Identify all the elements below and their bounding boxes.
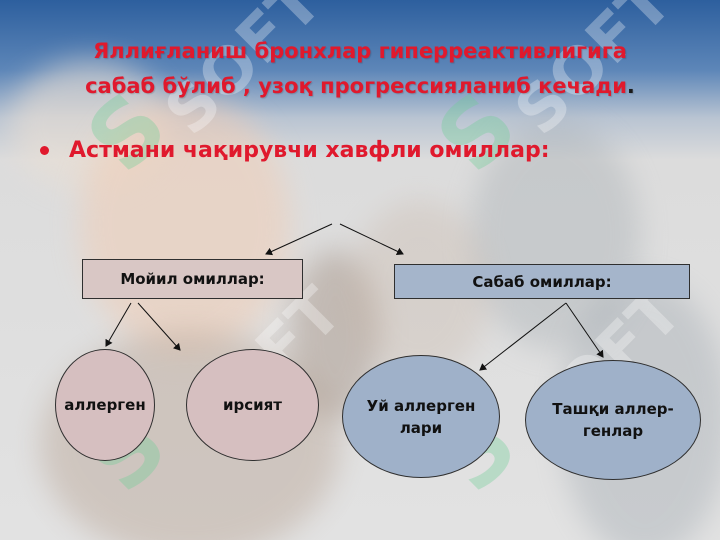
connector-left-child-2	[137, 302, 181, 351]
predisposing-factors-label: Мойил омиллар:	[120, 270, 265, 288]
heredity-label: ирсият	[223, 396, 282, 414]
allergen-node: аллерген	[55, 349, 155, 461]
bullet-text: Астмани чақирувчи хавфли омиллар:	[69, 138, 550, 163]
causal-factors-label: Сабаб омиллар:	[472, 272, 612, 291]
allergen-label: аллерген	[64, 396, 146, 414]
heredity-node: ирсият	[186, 349, 319, 461]
bullet-dot-icon	[40, 146, 49, 155]
bullet-item: Астмани чақирувчи хавфли омиллар:	[40, 138, 550, 163]
external-allergens-node: Ташқи аллер-генлар	[525, 360, 701, 480]
causal-factors-box: Сабаб омиллар:	[394, 264, 690, 299]
title-line-2: сабаб бўлиб , узоқ прогрессияланиб кечад…	[20, 69, 700, 104]
connector-root-left	[265, 223, 333, 256]
home-allergens-node: Уй аллерген лари	[342, 355, 500, 478]
connector-root-right	[339, 223, 404, 256]
external-allergens-label: Ташқи аллер-генлар	[552, 400, 674, 440]
connector-right-child-1	[479, 302, 567, 371]
title-line-1: Яллиғланиш бронхлар гиперреактивлигига	[93, 39, 627, 63]
connector-left-child-1	[105, 302, 132, 347]
title-period: .	[626, 74, 635, 98]
home-allergens-label: Уй аллерген лари	[366, 396, 476, 437]
predisposing-factors-box: Мойил омиллар:	[82, 259, 303, 299]
background-photo-area	[80, 95, 290, 355]
connector-right-child-2	[565, 302, 604, 358]
title-line-2-text: сабаб бўлиб , узоқ прогрессияланиб кечад…	[85, 74, 627, 98]
slide-title: Яллиғланиш бронхлар гиперреактивлигига с…	[20, 34, 700, 104]
